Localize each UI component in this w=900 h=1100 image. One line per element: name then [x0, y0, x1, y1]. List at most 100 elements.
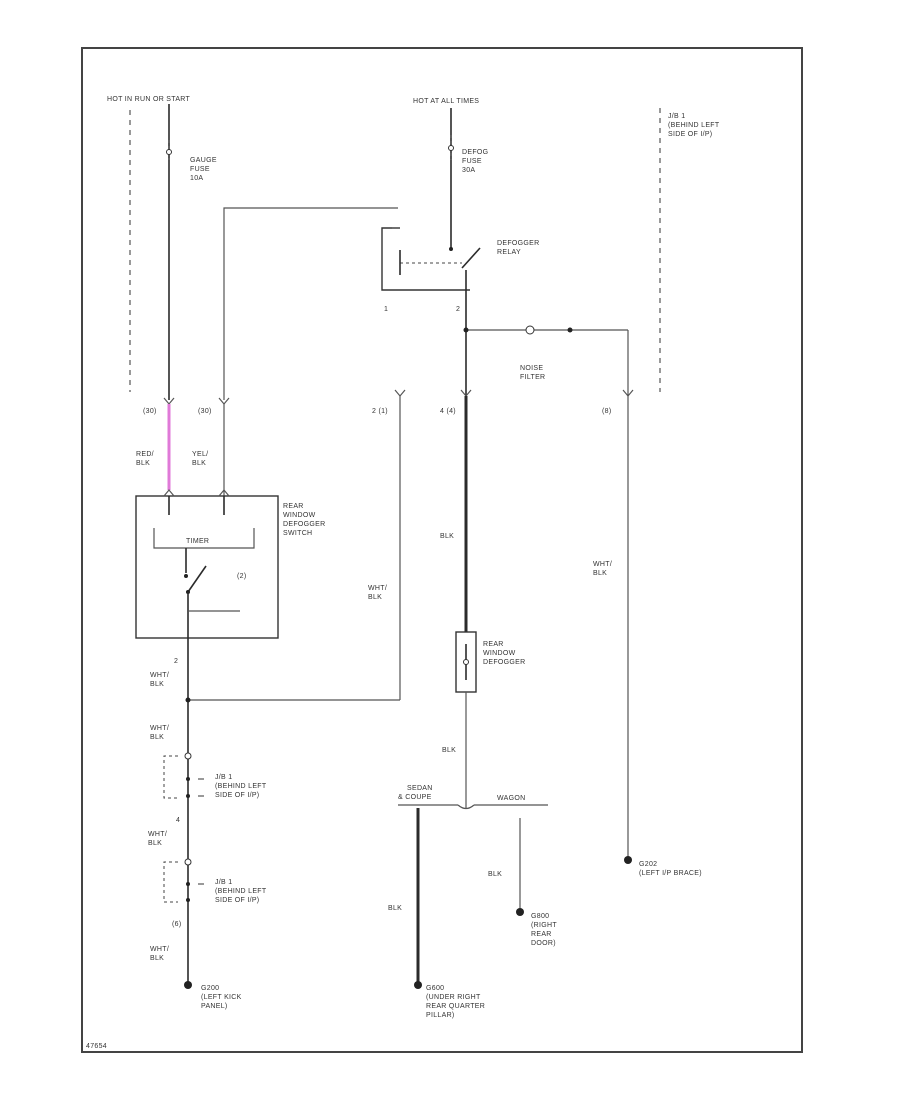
svg-text:WHT/: WHT/ [148, 831, 167, 838]
svg-text:GAUGE: GAUGE [190, 157, 217, 164]
svg-text:RED/: RED/ [136, 451, 154, 458]
svg-text:BLK: BLK [148, 840, 162, 847]
wht-blk-3-label: WHT/ BLK [148, 831, 167, 847]
wagon-label: WAGON [497, 795, 525, 802]
svg-text:BLK: BLK [593, 570, 607, 577]
svg-text:DEFOGGER: DEFOGGER [283, 521, 325, 528]
svg-text:PILLAR): PILLAR) [426, 1012, 455, 1019]
svg-text:YEL/: YEL/ [192, 451, 208, 458]
rear-defogger-switch [135, 489, 279, 639]
jb1-lower-b-label: J/B 1 (BEHIND LEFT SIDE OF I/P) [215, 879, 267, 904]
svg-text:G600: G600 [426, 985, 444, 992]
jb1-lower-b-box [163, 858, 204, 903]
wht-blk-mid-label: WHT/ BLK [368, 585, 387, 601]
svg-text:BLK: BLK [136, 460, 150, 467]
switch-title-label: REAR WINDOW DEFOGGER SWITCH [283, 503, 325, 537]
svg-text:WHT/: WHT/ [368, 585, 387, 592]
gauge-fuse-label: GAUGE FUSE 10A [190, 157, 217, 182]
svg-text:(BEHIND LEFT: (BEHIND LEFT [215, 783, 267, 790]
ground-g200-label: G200 (LEFT KICK PANEL) [201, 985, 241, 1010]
svg-text:BLK: BLK [150, 955, 164, 962]
svg-text:WINDOW: WINDOW [483, 650, 516, 657]
hot-run-start-label: HOT IN RUN OR START [107, 96, 191, 103]
noise-filter [463, 325, 628, 335]
blk-ground-left-label: BLK [388, 905, 402, 912]
svg-text:BLK: BLK [368, 594, 382, 601]
ground-g800-label: G800 (RIGHT REAR DOOR) [531, 913, 557, 947]
svg-text:REAR QUARTER: REAR QUARTER [426, 1003, 485, 1010]
ground-g600-icon [414, 981, 422, 989]
pin-mid: 4 (4) [440, 408, 456, 415]
svg-text:SIDE OF I/P): SIDE OF I/P) [215, 792, 259, 799]
switch-pin: (2) [237, 573, 246, 580]
sedan-coupe-label: SEDAN & COUPE [398, 785, 433, 801]
defogger-relay-label: DEFOGGER RELAY [497, 240, 539, 256]
timer-label: TIMER [186, 538, 209, 545]
wht-blk-1-label: WHT/ BLK [150, 672, 169, 688]
rear-window-defogger [455, 631, 477, 693]
sedan-wagon-branch [398, 804, 548, 982]
svg-text:SIDE OF I/P): SIDE OF I/P) [668, 131, 712, 138]
connector-markers [163, 389, 634, 405]
wire-yel-blk-label: YEL/ BLK [192, 451, 208, 467]
defog-fuse-icon [448, 135, 454, 160]
relay-pin-left: 1 [384, 306, 388, 313]
svg-text:FUSE: FUSE [462, 158, 482, 165]
svg-text:SWITCH: SWITCH [283, 530, 312, 537]
svg-text:FILTER: FILTER [520, 374, 545, 381]
svg-text:BLK: BLK [192, 460, 206, 467]
blk-mid-label: BLK [440, 533, 454, 540]
blk-lower-label: BLK [442, 747, 456, 754]
svg-text:REAR: REAR [483, 641, 504, 648]
svg-text:WHT/: WHT/ [593, 561, 612, 568]
pin-sw-left: (30) [143, 408, 157, 415]
pin-small-6: (6) [172, 921, 181, 928]
svg-text:J/B 1: J/B 1 [215, 774, 232, 781]
svg-text:& COUPE: & COUPE [398, 794, 432, 801]
jb1-top-label: J/B 1 (BEHIND LEFT SIDE OF I/P) [668, 113, 720, 138]
noise-filter-label: NOISE FILTER [520, 365, 545, 381]
ground-g202-icon [624, 856, 632, 864]
wht-blk-right-label: WHT/ BLK [593, 561, 612, 577]
pin-right: (8) [602, 408, 611, 415]
svg-text:WHT/: WHT/ [150, 946, 169, 953]
svg-text:BLK: BLK [150, 734, 164, 741]
svg-text:RELAY: RELAY [497, 249, 521, 256]
svg-text:SIDE OF I/P): SIDE OF I/P) [215, 897, 259, 904]
svg-text:G200: G200 [201, 985, 219, 992]
svg-text:BLK: BLK [150, 681, 164, 688]
jb1-lower-a-box [163, 752, 204, 799]
svg-text:WINDOW: WINDOW [283, 512, 316, 519]
svg-text:REAR: REAR [531, 931, 552, 938]
svg-text:REAR: REAR [283, 503, 304, 510]
svg-text:DEFOGGER: DEFOGGER [497, 240, 539, 247]
svg-text:J/B 1: J/B 1 [668, 113, 685, 120]
relay-pin-right: 2 [456, 306, 460, 313]
ground-g200-icon [184, 981, 192, 989]
svg-text:DEFOGGER: DEFOGGER [483, 659, 525, 666]
svg-text:FUSE: FUSE [190, 166, 210, 173]
diagram-code: 47654 [86, 1043, 107, 1050]
defog-fuse-label: DEFOG FUSE 30A [462, 149, 488, 174]
svg-text:SEDAN: SEDAN [407, 785, 433, 792]
ground-g600-label: G600 (UNDER RIGHT REAR QUARTER PILLAR) [426, 985, 485, 1019]
pin-below-switch: 2 [174, 658, 178, 665]
rear-window-defogger-label: REAR WINDOW DEFOGGER [483, 641, 525, 666]
svg-text:(RIGHT: (RIGHT [531, 922, 557, 929]
svg-text:DOOR): DOOR) [531, 940, 556, 947]
wht-blk-4-label: WHT/ BLK [150, 946, 169, 962]
svg-text:G800: G800 [531, 913, 549, 920]
ground-g202-label: G202 (LEFT I/P BRACE) [639, 861, 702, 877]
blk-ground-right-label: BLK [488, 871, 502, 878]
svg-text:NOISE: NOISE [520, 365, 543, 372]
svg-text:(UNDER RIGHT: (UNDER RIGHT [426, 994, 481, 1001]
defogger-relay [381, 227, 481, 400]
svg-text:G202: G202 [639, 861, 657, 868]
diagram-frame [81, 47, 803, 1053]
svg-text:WHT/: WHT/ [150, 725, 169, 732]
svg-text:WHT/: WHT/ [150, 672, 169, 679]
svg-text:30A: 30A [462, 167, 475, 174]
hot-all-times-label: HOT AT ALL TIMES [413, 98, 479, 105]
gauge-fuse-icon [166, 140, 172, 160]
